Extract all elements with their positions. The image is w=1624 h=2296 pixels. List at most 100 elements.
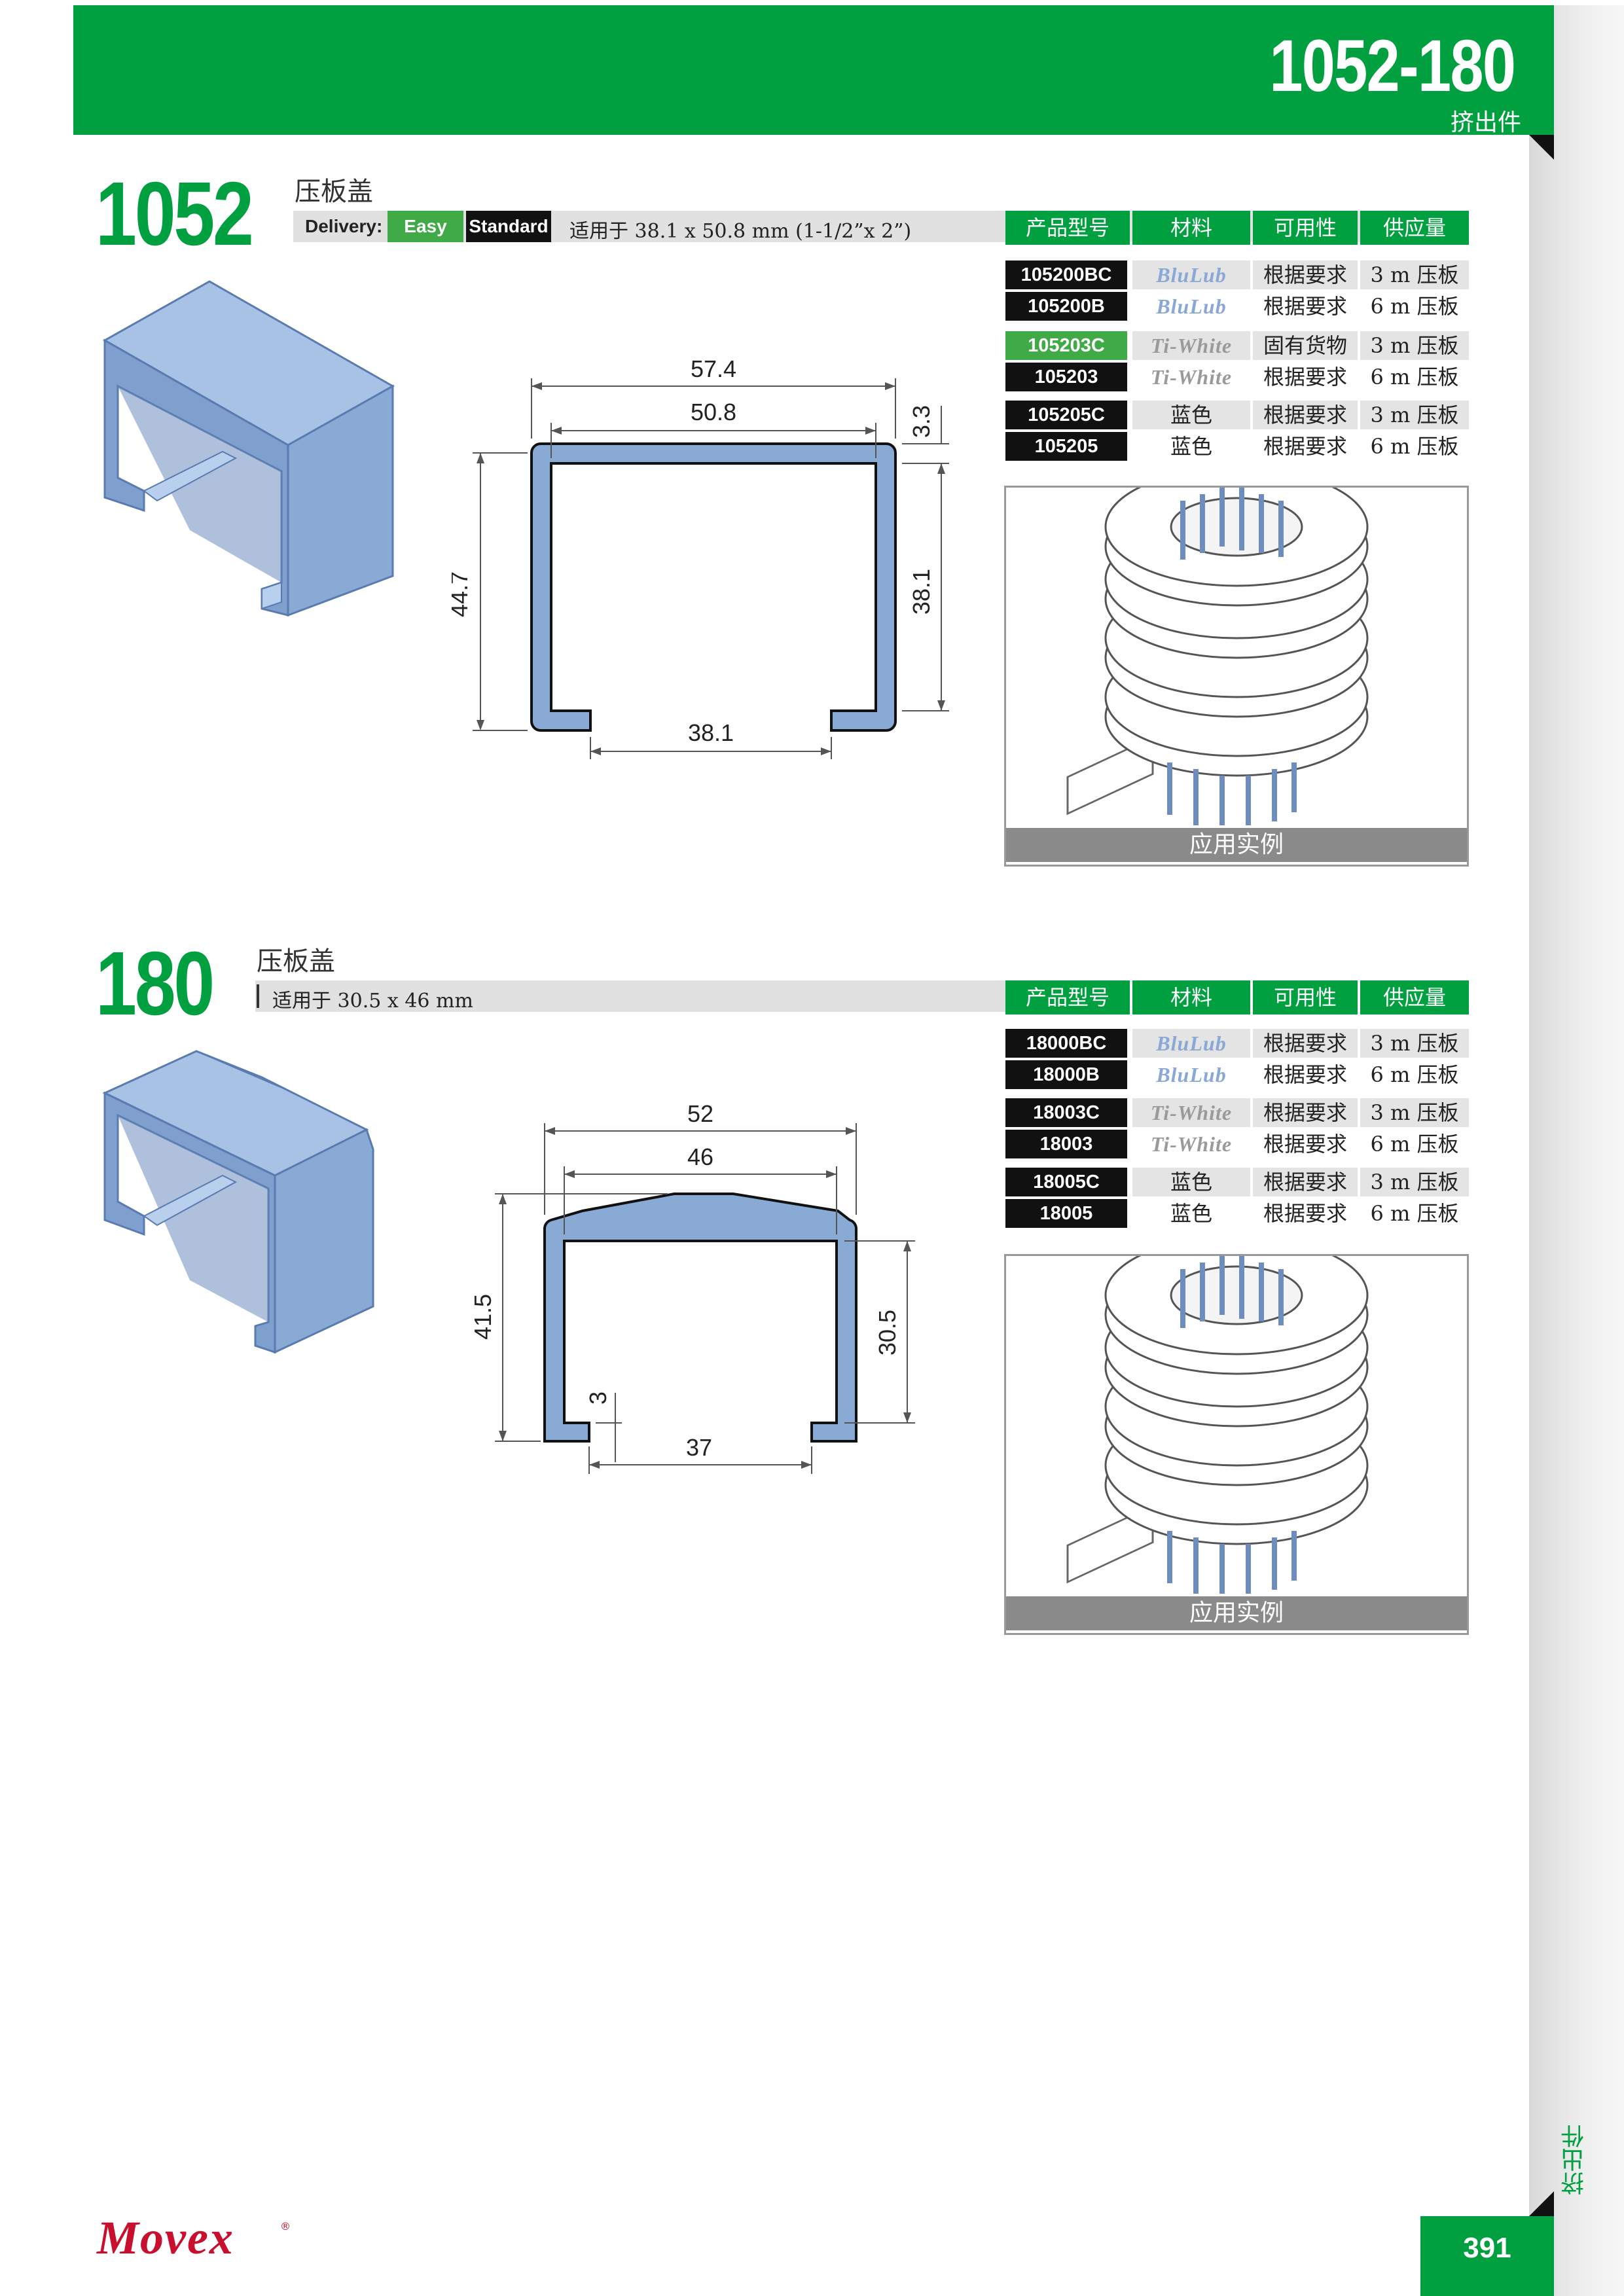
footer-corner-mark	[1529, 2191, 1554, 2216]
th-product-code: 产品型号	[1005, 211, 1130, 245]
th-product-code: 产品型号	[1005, 980, 1130, 1014]
th-availability: 可用性	[1253, 980, 1358, 1014]
supply-cell: 3 m 压板	[1360, 260, 1469, 289]
section-title-1052: 压板盖	[295, 177, 373, 207]
supply-cell: 3 m 压板	[1360, 1098, 1469, 1127]
section-number-1052: 1052	[96, 164, 254, 264]
movex-logo: Movex	[97, 2212, 234, 2264]
product-code: 18000BC	[1005, 1029, 1127, 1058]
supply-cell: 3 m 压板	[1360, 1029, 1469, 1058]
section-number-180: 180	[96, 933, 215, 1034]
product-code: 105203	[1005, 363, 1127, 391]
profile-outline-180	[543, 1193, 857, 1443]
cross-section-drawing-1052: 57.4 50.8 44.7 38.1 3.3 38.1	[452, 355, 949, 759]
th-supply: 供应量	[1360, 980, 1469, 1014]
dim-opening-1052: 38.1	[688, 719, 734, 746]
profile-outline-1052	[530, 442, 897, 732]
product-code: 18005	[1005, 1199, 1127, 1228]
dim-outer-width-180: 52	[687, 1100, 713, 1127]
th-availability: 可用性	[1253, 211, 1358, 245]
availability-cell: 根据要求	[1263, 1201, 1347, 1226]
availability-cell: 根据要求	[1253, 401, 1358, 429]
fit-dimension-180: 适用于 30.5 x 46 mm	[272, 990, 473, 1013]
dim-outer-width-1052: 57.4	[691, 355, 736, 382]
availability-cell: 固有货物	[1253, 331, 1358, 360]
right-margin-band	[1529, 5, 1624, 2296]
dim-inner-height-180: 30.5	[874, 1310, 901, 1355]
availability-cell: 根据要求	[1263, 1062, 1347, 1087]
dim-height-1052: 44.7	[452, 571, 473, 617]
availability-cell: 根据要求	[1253, 1098, 1358, 1127]
product-code: 18000B	[1005, 1060, 1127, 1089]
material-cell: 蓝色	[1132, 1168, 1250, 1196]
page-number: 391	[1463, 2232, 1511, 2264]
fit-bar-180	[255, 980, 1007, 1012]
availability-cell: 根据要求	[1253, 260, 1358, 289]
material-cell: BluLub	[1132, 1029, 1250, 1058]
product-code: 18005C	[1005, 1168, 1127, 1196]
th-material: 材料	[1132, 211, 1250, 245]
delivery-label: Delivery:	[305, 216, 383, 236]
dim-inner-width-1052: 50.8	[691, 399, 736, 425]
material-cell: 蓝色	[1132, 401, 1250, 429]
supply-cell: 3 m 压板	[1360, 331, 1469, 360]
page-number-box	[1420, 2216, 1554, 2296]
registered-mark: ®	[280, 2220, 291, 2233]
product-code: 105200B	[1005, 292, 1127, 321]
section-title-180: 压板盖	[257, 946, 335, 977]
product-code: 18003	[1005, 1130, 1127, 1158]
availability-cell: 根据要求	[1263, 294, 1347, 319]
supply-cell: 3 m 压板	[1360, 1168, 1469, 1196]
header-corner-mark	[1529, 135, 1554, 160]
dim-inner-width-180: 46	[687, 1143, 713, 1170]
profile-3d-180	[102, 1050, 374, 1354]
delivery-tag-easy: Easy	[388, 211, 463, 242]
application-illustration-1052	[1066, 467, 1369, 825]
th-supply: 供应量	[1360, 211, 1469, 245]
material-cell: Ti-White	[1150, 1132, 1233, 1156]
availability-cell: 根据要求	[1253, 1168, 1358, 1196]
product-code: 105203C	[1005, 331, 1127, 360]
availability-cell: 根据要求	[1263, 1132, 1347, 1157]
availability-cell: 根据要求	[1263, 365, 1347, 389]
cross-section-drawing-180: 52 46 41.5 30.5 3 37	[469, 1100, 915, 1474]
application-caption-1052: 应用实例	[1006, 828, 1467, 862]
material-cell: Ti-White	[1150, 365, 1233, 389]
header-code: 1052-180	[1269, 25, 1516, 107]
supply-cell: 6 m 压板	[1370, 1062, 1459, 1087]
fit-bar-divider	[257, 984, 259, 1008]
product-code: 105205C	[1005, 401, 1127, 429]
dim-opening-180: 37	[686, 1434, 712, 1461]
dim-lip-180: 3	[585, 1391, 611, 1405]
page-header: 1052-180 挤出件	[73, 5, 1554, 136]
supply-cell: 6 m 压板	[1370, 365, 1459, 389]
material-cell: Ti-White	[1132, 331, 1250, 360]
availability-cell: 根据要求	[1263, 434, 1347, 459]
application-illustration-180	[1066, 1235, 1369, 1594]
material-cell: 蓝色	[1170, 1201, 1212, 1226]
material-cell: Ti-White	[1132, 1098, 1250, 1127]
application-example-1052: 应用实例	[1004, 467, 1469, 867]
th-material: 材料	[1132, 980, 1250, 1014]
supply-cell: 6 m 压板	[1370, 294, 1459, 319]
availability-cell: 根据要求	[1253, 1029, 1358, 1058]
supply-cell: 6 m 压板	[1370, 434, 1459, 459]
profile-3d-1052	[102, 280, 395, 617]
dim-height-180: 41.5	[469, 1294, 496, 1340]
application-caption-180: 应用实例	[1006, 1596, 1467, 1630]
dim-thickness-1052: 3.3	[908, 405, 935, 438]
header-subtitle: 挤出件	[1450, 109, 1521, 136]
product-code: 105205	[1005, 432, 1127, 461]
delivery-tag-standard: Standard	[466, 211, 551, 242]
product-code: 18003C	[1005, 1098, 1127, 1127]
supply-cell: 3 m 压板	[1360, 401, 1469, 429]
material-cell: 蓝色	[1170, 434, 1212, 459]
material-cell: BluLub	[1156, 295, 1227, 318]
fit-dimension-1052: 适用于 38.1 x 50.8 mm (1-1/2”x 2”)	[569, 220, 912, 243]
dim-inner-height-1052: 38.1	[908, 569, 935, 615]
material-cell: BluLub	[1132, 260, 1250, 289]
product-code: 105200BC	[1005, 260, 1127, 289]
supply-cell: 6 m 压板	[1370, 1201, 1459, 1226]
supply-cell: 6 m 压板	[1370, 1132, 1459, 1157]
side-label: 挤出件	[1561, 2125, 1588, 2195]
